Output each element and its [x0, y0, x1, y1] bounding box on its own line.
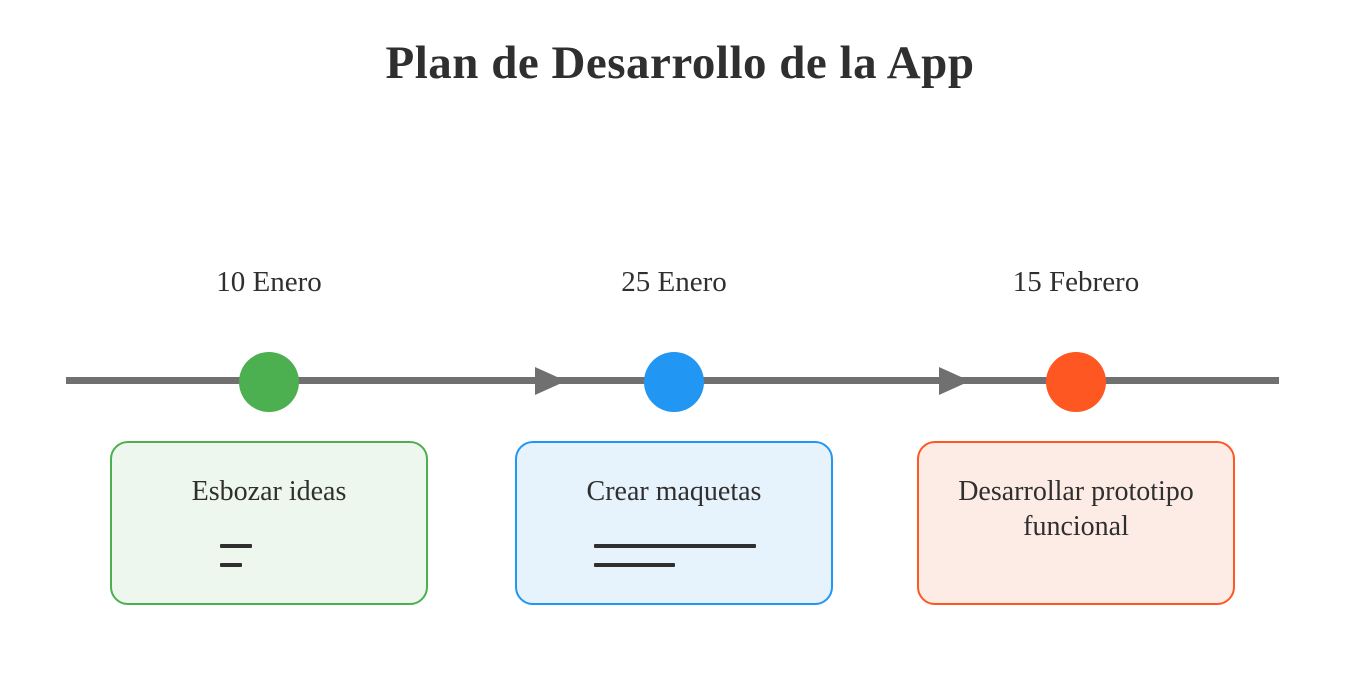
arrow-right-icon [535, 367, 566, 395]
milestone-card: Crear maquetas [515, 441, 833, 605]
milestone-card: Desarrollar prototipo funcional [917, 441, 1235, 605]
milestone-dot [239, 352, 299, 412]
milestone-label: Crear maquetas [586, 476, 762, 507]
milestone-card: Esbozar ideas [110, 441, 428, 605]
milestone-label: Esbozar ideas [191, 476, 347, 507]
sketch-line [594, 563, 675, 567]
sketch-line [220, 563, 242, 567]
milestone-date: 25 Enero [621, 266, 727, 298]
diagram-title: Plan de Desarrollo de la App [385, 37, 975, 89]
milestone-label: Desarrollar prototipo funcional [958, 476, 1194, 542]
milestone-dot [644, 352, 704, 412]
sketch-line [220, 544, 252, 548]
arrow-right-icon [939, 367, 970, 395]
milestone-date: 15 Febrero [1012, 266, 1140, 298]
milestone-date: 10 Enero [216, 266, 322, 298]
sketch-line [594, 544, 756, 548]
milestone-dot [1046, 352, 1106, 412]
